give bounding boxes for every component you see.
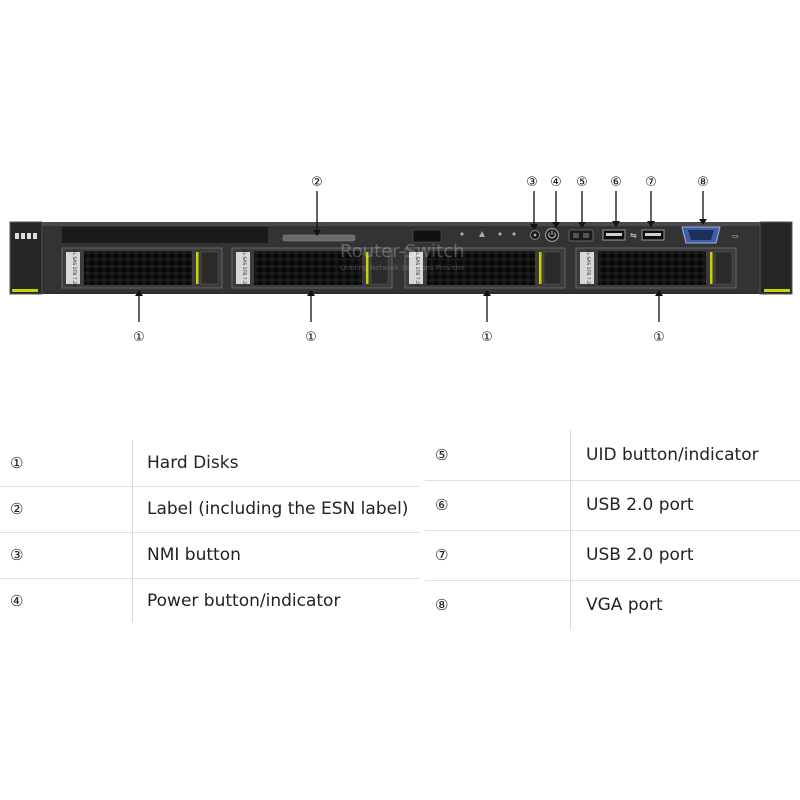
legend-description: NMI button (147, 545, 241, 565)
callout-vga: ⑧ (697, 175, 709, 190)
callout-numbers: ② ③ ④ ⑤ ⑥ ⑦ ⑧ ① ① ① ① (133, 175, 709, 345)
hard-disk-bays: NL SAS 1TB 7.2K NL SAS 1TB 7.2K NL SAS 1TB… (61, 247, 737, 289)
drive-label-sticker (66, 252, 80, 284)
hard-disk-tray[interactable]: NL SAS 1TB 7.2K (231, 247, 393, 289)
callout-uid: ⑤ (576, 175, 588, 190)
callout-hard-disk: ① (481, 330, 493, 345)
drive-vent-grille (84, 251, 192, 285)
drive-release-latch[interactable] (543, 251, 562, 285)
callout-hard-disk: ① (133, 330, 145, 345)
watermark-subtitle: Leading Network Solutions Provider (340, 264, 465, 272)
legend-description: Label (including the ESN label) (147, 499, 409, 519)
callout-label: ② (311, 175, 323, 190)
legend-row: ② Label (including the ESN label) (0, 486, 420, 533)
legend-number: ④ (10, 592, 24, 610)
left-rack-ear (9, 221, 43, 295)
right-rack-ear (759, 221, 793, 295)
server-front-panel-diagram: NL SAS 1TB 7.2K NL SAS 1TB 7.2K NL SAS 1TB… (9, 175, 793, 345)
control-panel: ⇋ ▭ (412, 226, 739, 244)
legend-row: ⑧ VGA port (425, 580, 800, 630)
status-led-icon (460, 232, 464, 236)
hard-disk-tray[interactable]: NL SAS 1TB 7.2K (404, 247, 566, 289)
legend-number: ⑧ (435, 596, 449, 614)
drive-label-text: NL SAS 1TB 7.2K (414, 249, 420, 288)
legend-row: ⑦ USB 2.0 port (425, 530, 800, 581)
drive-vent-grille (598, 251, 706, 285)
legend-description: VGA port (586, 595, 663, 615)
hard-disk-tray[interactable]: NL SAS 1TB 7.2K (61, 247, 223, 289)
panel-display (412, 229, 442, 243)
drive-vent-grille (427, 251, 535, 285)
legend-description: USB 2.0 port (586, 545, 694, 565)
drive-latch-accent (196, 252, 199, 284)
legend-number: ⑦ (435, 546, 449, 564)
drive-latch-accent (539, 252, 542, 284)
legend-left-divider (132, 440, 133, 622)
drive-latch-accent (366, 252, 369, 284)
legend-number: ① (10, 454, 24, 472)
legend-row: ③ NMI button (0, 532, 420, 579)
callout-nmi: ③ (526, 175, 538, 190)
callout-hard-disk: ① (653, 330, 665, 345)
legend-number: ③ (10, 546, 24, 564)
legend-number: ⑤ (435, 446, 449, 464)
callout-usb-a: ⑥ (610, 175, 622, 190)
usb-symbol-icon: ⇋ (630, 231, 637, 240)
uid-button[interactable] (568, 229, 594, 242)
legend-row: ⑥ USB 2.0 port (425, 480, 800, 531)
legend-row: ④ Power button/indicator (0, 578, 420, 624)
watermark: Router-Switch (340, 241, 465, 262)
nmi-dot-icon (533, 233, 537, 237)
drive-label-sticker (409, 252, 423, 284)
legend-description: Hard Disks (147, 453, 239, 473)
drive-label-text: NL SAS 1TB 7.2K (241, 249, 247, 288)
drive-latch-accent (710, 252, 713, 284)
legend-number: ② (10, 500, 24, 518)
hard-disk-tray[interactable]: NL SAS 1TB 7.2K (575, 247, 737, 289)
legend-row: ⑤ UID button/indicator (425, 430, 800, 481)
power-icon (548, 230, 556, 239)
drive-release-latch[interactable] (370, 251, 389, 285)
drive-label-text: NL SAS 1TB 7.2K (585, 249, 591, 288)
callout-usb-b: ⑦ (645, 175, 657, 190)
callout-leaders (135, 191, 707, 322)
ear-indicator-icons (15, 233, 37, 239)
drive-label-sticker (236, 252, 250, 284)
vga-label-icon: ▭ (732, 232, 739, 240)
drive-release-latch[interactable] (714, 251, 733, 285)
legend-row: ① Hard Disks (0, 440, 420, 487)
network-led-icon (512, 232, 516, 236)
warning-led-icon (479, 231, 485, 237)
legend-description: UID button/indicator (586, 445, 759, 465)
callout-hard-disk: ① (305, 330, 317, 345)
drive-vent-grille (254, 251, 362, 285)
legend-table: ① Hard Disks ② Label (including the ESN … (0, 430, 800, 640)
legend-number: ⑥ (435, 496, 449, 514)
drive-release-latch[interactable] (200, 251, 219, 285)
label-pull-tab (282, 234, 356, 242)
drive-label-text: NL SAS 1TB 7.2K (71, 249, 77, 288)
callout-power: ④ (550, 175, 562, 190)
network-led-icon (498, 232, 502, 236)
legend-description: Power button/indicator (147, 591, 341, 611)
drive-label-sticker (580, 252, 594, 284)
legend-description: USB 2.0 port (586, 495, 694, 515)
